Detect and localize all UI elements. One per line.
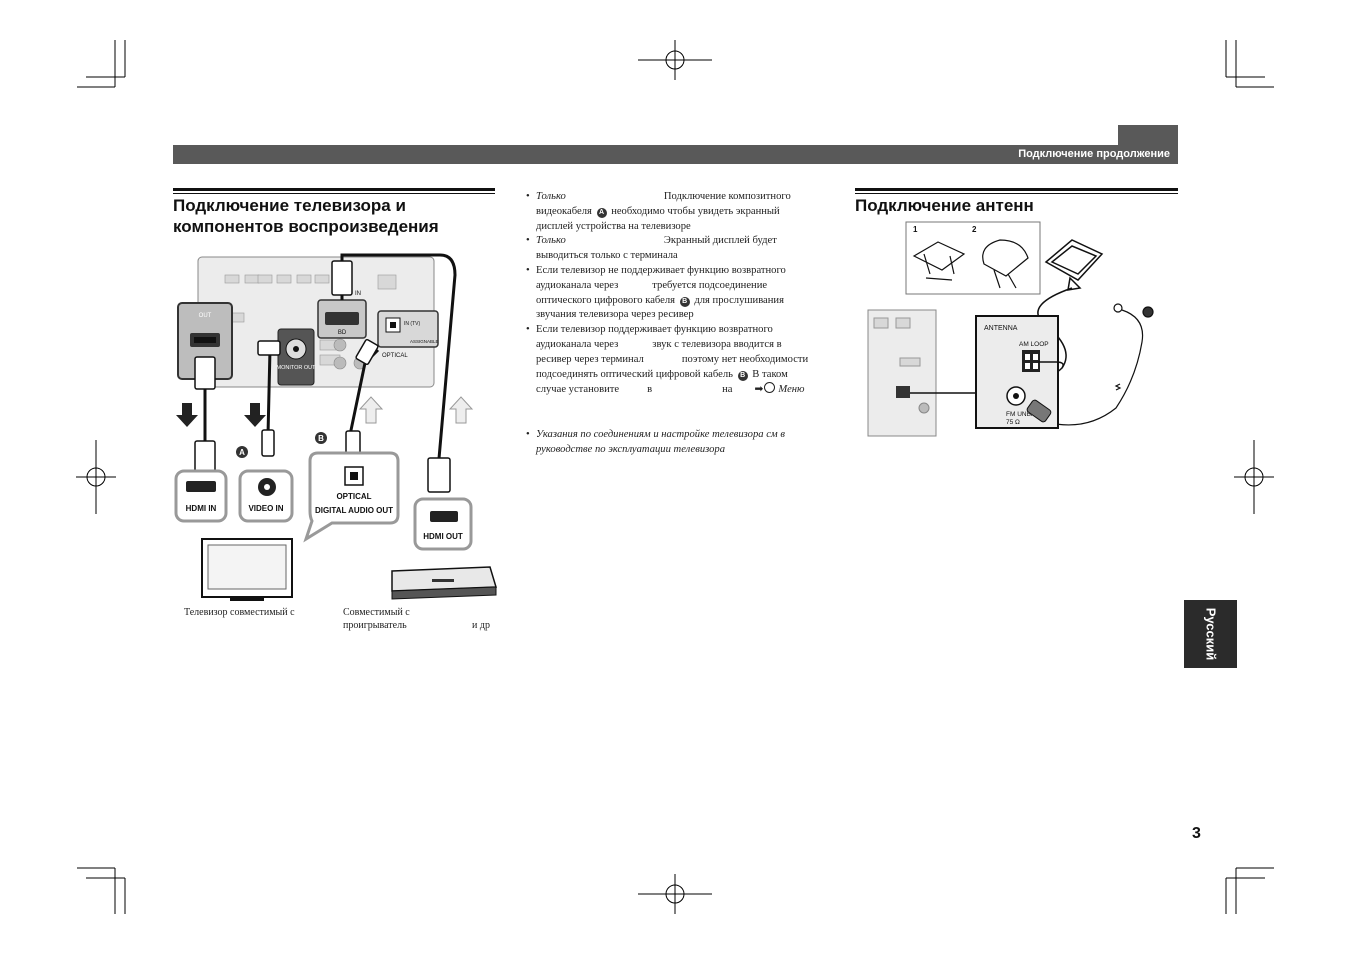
note3-text-c2: для прослушивания [694, 294, 784, 306]
port-label-optical: OPTICAL [382, 353, 408, 359]
tv-connection-diagram: OUT MONITOR OUT BD IN IN (TV) ASSIGNABLE… [174, 253, 497, 601]
jack-label-optical: OPTICAL [336, 492, 371, 501]
badge-b: B [737, 370, 748, 381]
section-title-tv: Подключение телевизора и компонентов вос… [173, 195, 439, 237]
note4-text-e3: на [722, 384, 733, 396]
note-bottom-line2: руководстве по эксплуатации телевизора [536, 443, 725, 455]
section-title-line1: Подключение телевизора и [173, 196, 406, 215]
section-rule-thin [173, 193, 495, 194]
label-am-loop: AM LOOP [1019, 341, 1049, 348]
language-tab-label: Русский [1203, 607, 1218, 661]
section-title-antenna: Подключение антенн [855, 196, 1034, 215]
section-rule-thin [855, 193, 1178, 194]
assembly-steps-box [905, 221, 1041, 295]
note3-text-b1: аудиоканала через [536, 279, 619, 291]
port-label-monitor-out: MONITOR OUT [276, 365, 316, 371]
note4-text-e2: в [647, 384, 653, 396]
bd-player-illustration [391, 566, 497, 600]
step-2: 2 [972, 225, 977, 234]
note2-only: Только [536, 235, 566, 247]
language-tab: Русский [1184, 600, 1237, 668]
port-label-in-tv: IN (TV) [404, 321, 420, 327]
note-item: Если телевизор поддерживает функцию возв… [524, 323, 842, 398]
digital-audio-out-jack [303, 451, 400, 543]
note4-text-b2: звук с телевизора вводится в [652, 338, 782, 350]
arrow-icon: ➡ [754, 384, 764, 396]
note2-text-b: выводиться только с терминала [536, 250, 678, 262]
plug-label-a: A [239, 448, 245, 457]
note1-text-c: дисплей устройства на телевизоре [536, 220, 691, 232]
header-tab [1118, 125, 1178, 145]
fm-wire-antenna [1045, 303, 1154, 426]
note4-text-e4: Меню [778, 384, 805, 396]
tv-illustration [201, 538, 293, 601]
note1-text-b2: необходимо чтобы увидеть экранный [611, 205, 780, 217]
note3-text-a: Если телевизор не поддерживает функцию в… [536, 264, 786, 276]
step-1: 1 [913, 225, 918, 234]
note4-text-a: Если телевизор поддерживает функцию возв… [536, 324, 773, 336]
section-rule [173, 188, 495, 191]
badge-a: A [596, 207, 607, 218]
jack-label-digital-audio-out: DIGITAL AUDIO OUT [315, 506, 393, 515]
note1-text-a: Подключение композитного [663, 191, 791, 202]
note4-text-c2: поэтому нет необходимости [681, 353, 809, 365]
section-rule [855, 188, 1178, 191]
am-loop-antenna [1037, 239, 1104, 378]
badge-b: B [679, 296, 690, 307]
header-bar [173, 145, 1178, 164]
caption-tv: Телевизор совместимый с [184, 607, 295, 618]
section-title-line2: компонентов воспроизведения [173, 217, 439, 236]
jack-label-hdmi-in: HDMI IN [186, 504, 217, 513]
note4-text-d1: подсоединять оптический цифровой кабель [536, 368, 733, 380]
note4-text-e1: случае установите [536, 384, 620, 396]
note4-text-d2: В таком [752, 368, 788, 380]
note4-text-c1: ресивер через терминал [536, 353, 644, 365]
header-title: Подключение продолжение [1018, 148, 1170, 160]
hdmi-out-jack [413, 497, 473, 551]
circle-icon [764, 382, 776, 394]
note3-text-d: звучания телевизора через ресивер [536, 309, 694, 321]
port-label-assignable: ASSIGNABLE [410, 339, 439, 344]
port-label-in: IN [355, 291, 361, 297]
note3-text-c1: оптического цифрового кабеля [536, 294, 676, 306]
caption-player-line2a: проигрыватель [343, 620, 407, 631]
note3-text-b2: требуется подсоединение [652, 279, 768, 291]
jack-label-hdmi-out: HDMI OUT [423, 532, 463, 541]
note4-text-b1: аудиоканала через [536, 338, 619, 350]
fm-plug [1026, 399, 1052, 423]
hdmi-in-jack [174, 469, 228, 523]
note1-only: Только [536, 191, 566, 202]
caption-player-line1: Совместимый с [343, 607, 410, 618]
note-item: Если телевизор не поддерживает функцию в… [524, 264, 842, 323]
plug-label-b: B [318, 434, 324, 443]
page-number: 3 [1192, 825, 1201, 842]
note1-text-b1: видеокабеля [536, 205, 592, 217]
antenna-diagram: 1 2 ANTENNA AM LOOP FM UNBAL 75 Ω [867, 221, 1154, 437]
caption-player-line2b: и др [472, 620, 490, 631]
port-label-bd: BD [338, 330, 347, 336]
note-item: Только Экранный дисплей будет выводиться … [524, 234, 842, 264]
label-antenna: ANTENNA [984, 325, 1018, 332]
receiver-panel [867, 309, 937, 437]
notes-list: Только Подключение композитного видеокабе… [524, 190, 842, 398]
note-bottom: Указания по соединениям и настройке теле… [524, 428, 856, 458]
label-ohms: 75 Ω [1006, 419, 1020, 426]
hdmi-cable-player [340, 253, 457, 471]
label-fm-unbal: FM UNBAL [1006, 411, 1039, 418]
note-item: Только Подключение композитного видеокабе… [524, 190, 842, 234]
jack-label-video-in: VIDEO IN [248, 504, 283, 513]
note2-text-a: Экранный дисплей будет [663, 235, 777, 247]
note-bottom-line1: Указания по соединениям и настройке теле… [536, 429, 785, 440]
video-in-jack [238, 469, 294, 523]
port-label-out: OUT [199, 313, 212, 319]
